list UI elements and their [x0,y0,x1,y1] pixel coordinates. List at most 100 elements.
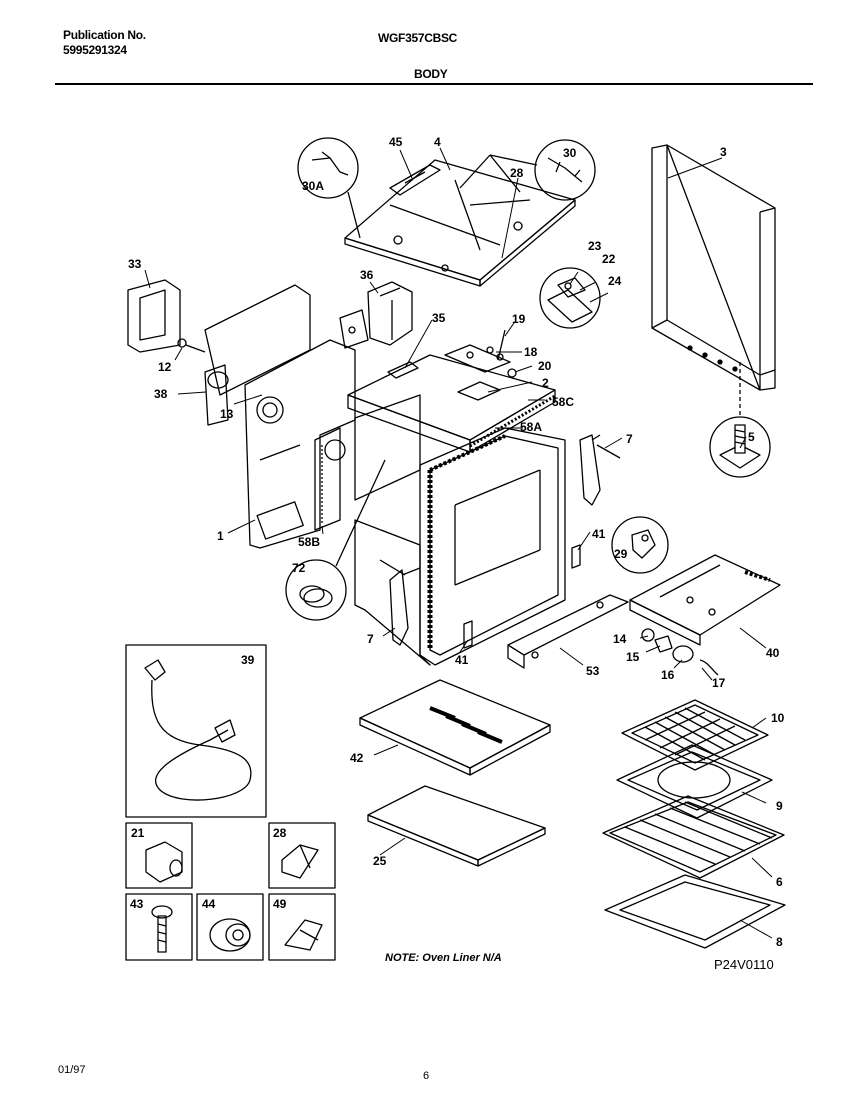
part-21-grommet [145,841,183,883]
callout-4: 4 [434,135,441,149]
detail-circle-72 [285,559,347,621]
knob-parts [641,628,719,676]
callout-43: 43 [130,897,144,911]
detail-circle-hinge [539,267,601,329]
part-44-bushing [209,918,251,952]
hinge-receiver-left [463,620,473,649]
hinge-receiver-right [571,544,581,569]
callout-24: 24 [608,274,622,288]
callout-21: 21 [131,826,145,840]
callout-49: 49 [273,897,287,911]
model-number: WGF357CBSC [378,31,458,45]
callout-8: 8 [776,935,783,949]
oven-rack-part [602,795,785,879]
part-25-panel [367,785,546,867]
lower-frame-part [354,519,431,666]
part-53-rail [507,594,629,669]
broil-pan-part [616,744,773,819]
manifold-bracket-part [339,309,369,349]
part-72-grommet [299,585,333,608]
callout-28: 28 [510,166,524,180]
callout-6: 6 [776,875,783,889]
callout-19: 19 [512,312,526,326]
burner-box-part [347,354,556,453]
box-49 [268,893,336,961]
footer-date: 01/97 [58,1064,86,1076]
header-rule [55,83,813,85]
detail-30-part [547,157,583,183]
part-45-bracket [389,164,441,196]
part-38-panel [204,364,229,426]
section-title: BODY [414,67,448,81]
callout-58C: 58C [552,395,574,409]
oven-bottom-part [359,679,551,776]
part-28-clip [281,844,319,879]
callout-58B: 58B [298,535,320,549]
detail-circle-30A [297,137,359,199]
insulation-strip-part [314,427,341,531]
part-12-screw [177,338,206,353]
detail-circle-30 [534,139,596,201]
detail-circle-leveler [709,416,771,478]
callout-39: 39 [241,653,255,667]
callout-53: 53 [586,664,600,678]
broiler-drawer-part [629,554,781,646]
callout-18: 18 [524,345,538,359]
hinge-bracket-part [547,277,593,323]
callout-72: 72 [292,561,306,575]
callout-9: 9 [776,799,783,813]
callout-2: 2 [542,376,549,390]
burner-valve-parts [387,329,517,401]
range-back-panel-part [204,284,356,549]
callout-23: 23 [588,239,602,253]
callout-12: 12 [158,360,172,374]
callout-14: 14 [613,632,627,646]
callout-41-right: 41 [592,527,606,541]
callout-41-left: 41 [455,653,469,667]
box-39-power-cord [125,644,267,818]
callout-36: 36 [360,268,374,282]
callout-17: 17 [712,676,726,690]
oven-cavity-part [324,394,566,666]
side-panel-part [651,144,776,391]
hinge-arm-right [579,434,621,506]
callout-labels: 4 45 28 30A 30 3 23 22 24 33 36 35 19 18… [128,135,785,949]
diagram-code: P24V0110 [714,957,774,972]
callout-7-right: 7 [626,432,633,446]
callout-40: 40 [766,646,780,660]
callout-16: 16 [661,668,675,682]
publication-number: 5995291324 [63,43,127,57]
box-21 [125,822,193,889]
control-bracket-part [367,281,413,346]
callout-38: 38 [154,387,168,401]
callout-30A: 30A [302,179,324,193]
part-33-box [127,279,181,353]
callout-20: 20 [538,359,552,373]
callout-42: 42 [350,751,364,765]
callout-15: 15 [626,650,640,664]
power-cord-part [144,659,252,801]
oven-pan-part [604,874,786,949]
callout-13: 13 [220,407,234,421]
callout-3: 3 [720,145,727,159]
callout-7-left: 7 [367,632,374,646]
callout-44: 44 [202,897,216,911]
detail-circle-29 [611,516,669,574]
part-49-bracket [284,919,323,951]
page-number: 6 [423,1070,430,1082]
part-43-screw [151,905,173,953]
callout-33: 33 [128,257,142,271]
callout-28-box: 28 [273,826,287,840]
top-panel-part [344,159,576,287]
callout-45: 45 [389,135,403,149]
hinge-arm-left [389,567,421,646]
broil-pan-insert-part [621,699,769,771]
callout-35: 35 [432,311,446,325]
callout-5: 5 [748,430,755,444]
box-28 [268,822,336,889]
callout-25: 25 [373,854,387,868]
oven-liner-note: NOTE: Oven Liner N/A [385,952,502,964]
box-44 [196,893,264,961]
box-43 [125,893,193,961]
